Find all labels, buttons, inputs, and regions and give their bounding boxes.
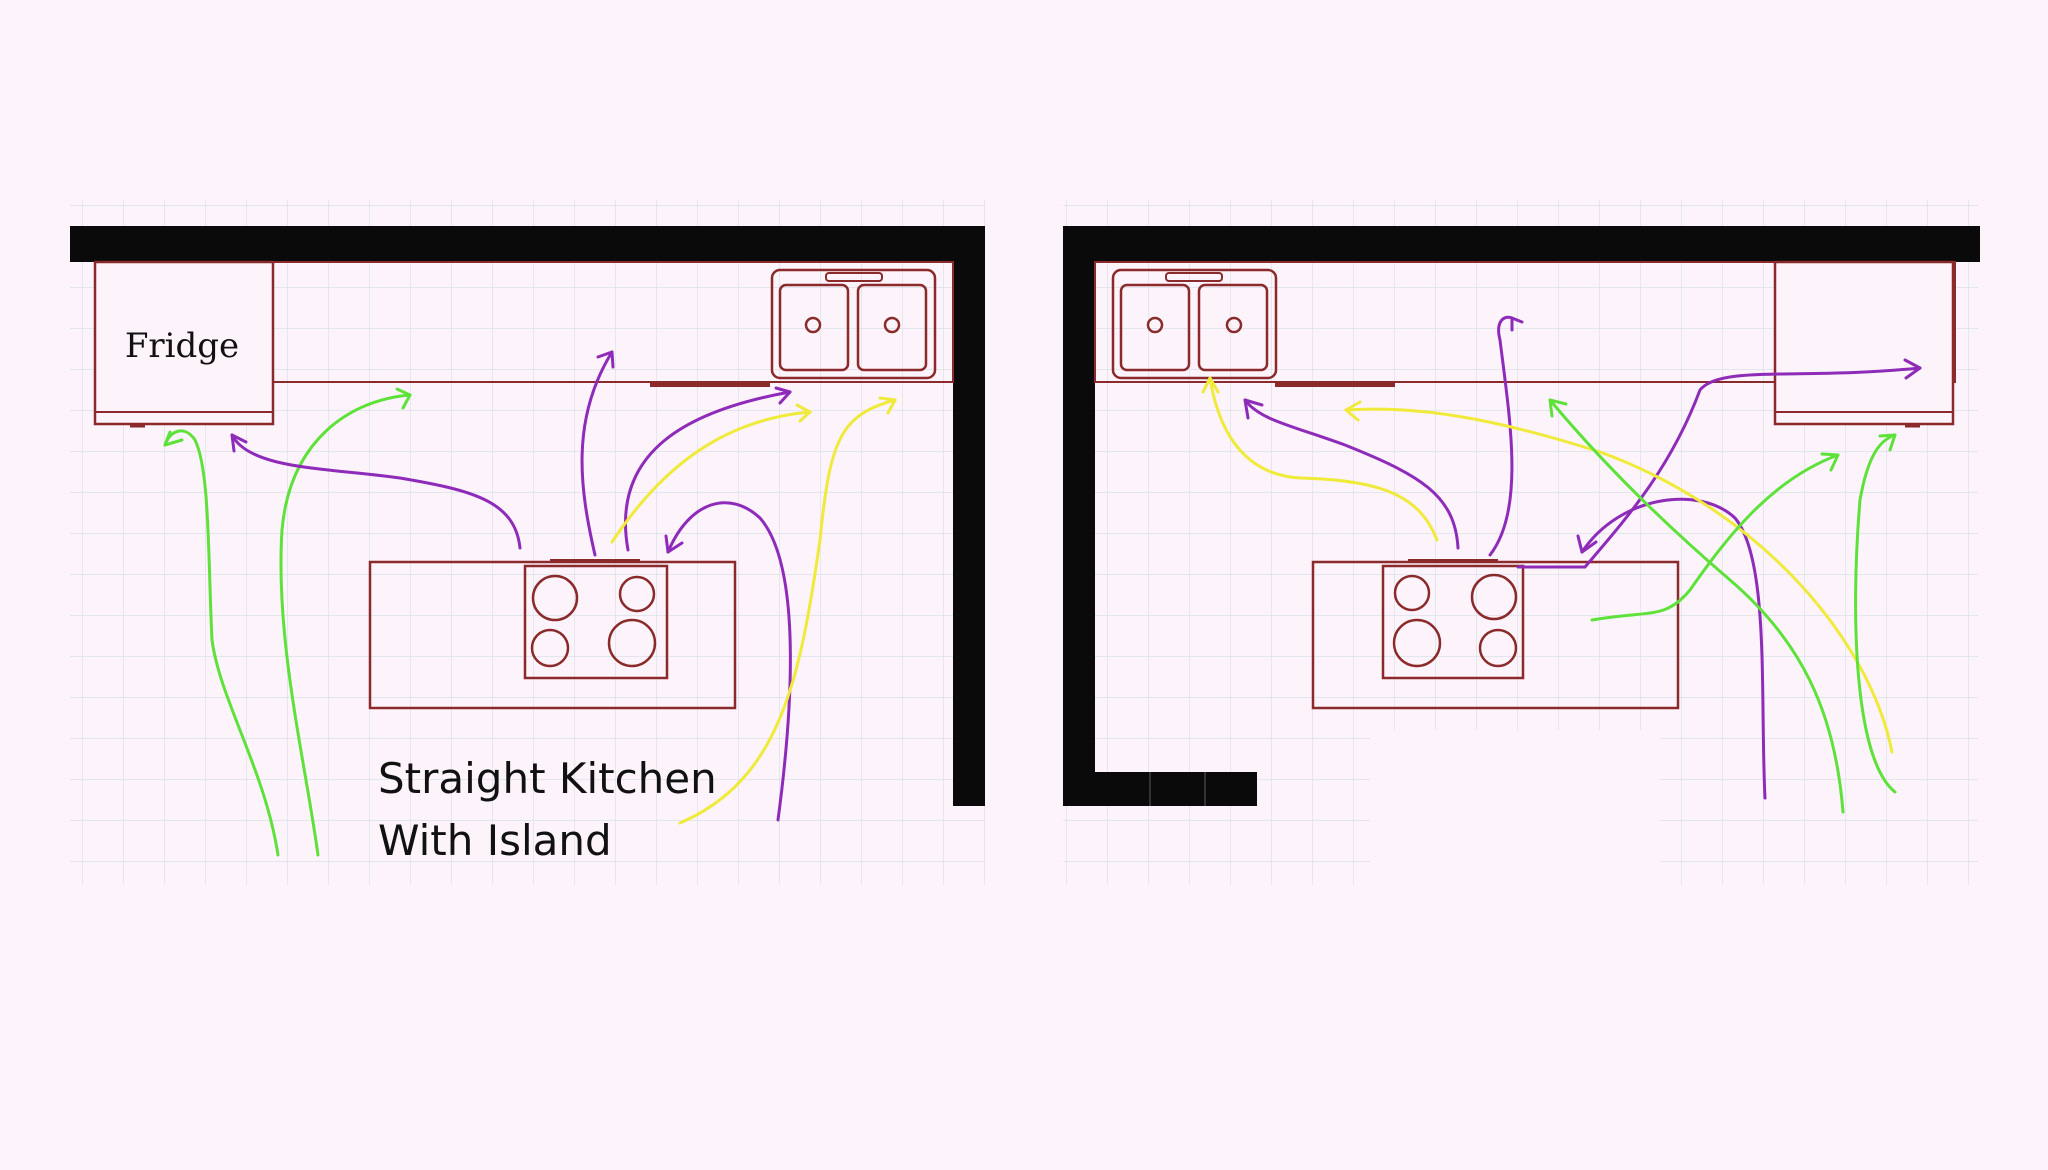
right-counter [1094,261,1956,383]
right-double-sink [1111,268,1278,380]
left-yellow-arrow-to-counter [678,398,897,825]
left-double-sink [770,268,937,380]
left-yellow-paths [610,396,897,825]
right-yellow-arrow-to-sink [1208,376,1439,542]
right-top-wall [1063,226,1980,262]
left-floor-plan: Fridge Straight Kitchen With Island [70,200,985,885]
left-island [368,559,737,710]
left-purple-arrow-to-island [666,501,792,822]
left-green-arrow-to-counter [279,393,412,857]
left-yellow-arrow-to-sink [610,410,812,544]
right-green-arrow-to-fridge-b [1854,433,1897,794]
right-cooktop [1381,564,1525,680]
left-purple-paths [230,350,792,822]
right-yellow-arrow-to-counter [1344,407,1894,754]
right-green-arrow-to-fridge-a [1590,453,1840,622]
right-purple-arrow-to-fridge [1516,366,1922,569]
left-purple-arrow-to-fridge [230,433,522,550]
left-right-wall [953,226,985,806]
left-cooktop [523,564,669,680]
right-purple-arrow-to-sink [1243,398,1460,550]
right-green-arrow-to-counter [1548,398,1845,814]
right-purple-paths [1243,315,1922,800]
left-top-wall [70,226,985,262]
right-left-wall [1063,226,1095,806]
fridge: Fridge [93,260,275,428]
left-green-arrow-to-fridge [163,429,280,857]
plan-title-line-2: With Island [378,816,612,865]
fridge-label: Fridge [125,326,239,366]
left-purple-arrow-to-sink [624,390,792,552]
right-purple-arrow-up [1488,315,1514,557]
right-island [1311,559,1680,710]
right-grid-mask [1370,730,1660,890]
left-purple-arrow-up [580,350,614,557]
right-yellow-paths [1201,376,1894,754]
right-green-paths [1548,398,1897,814]
right-bottom-wall-stub [1095,772,1257,806]
right-purple-arrow-from-bottom [1580,497,1767,800]
plan-title-line-1: Straight Kitchen [378,754,717,803]
right-fridge [1773,260,1955,428]
right-floor-plan [1063,200,1980,890]
left-green-paths [163,387,412,857]
